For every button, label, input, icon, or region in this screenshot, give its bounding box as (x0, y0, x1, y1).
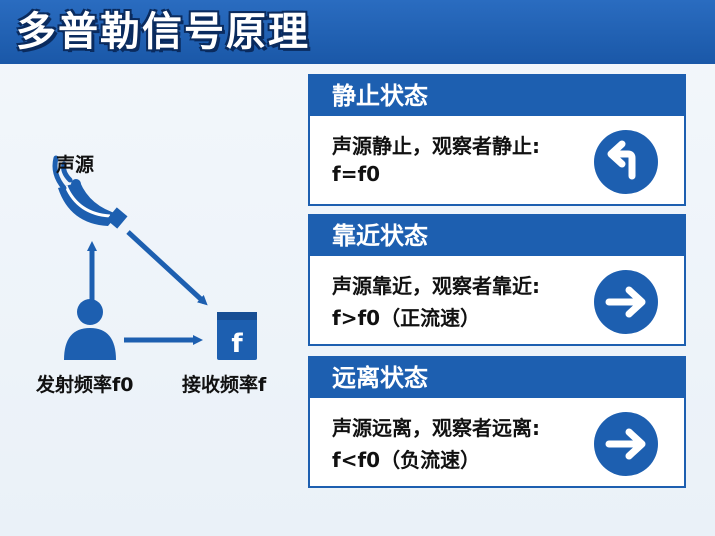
right-arrow-icon (594, 270, 658, 334)
card-title: 靠近状态 (332, 222, 428, 250)
card-header: 静止状态 (310, 76, 684, 116)
header-bar: 多普勒信号原理 (0, 0, 715, 64)
card-static: 静止状态 声源静止，观察者静止: f=f0 (308, 74, 686, 206)
card-receding: 远离状态 声源远离，观察者远离: f<f0（负流速） (308, 356, 686, 488)
receiver-icon: f (217, 312, 257, 360)
satellite-dish-icon (52, 155, 128, 229)
right-arrow-icon (594, 412, 658, 476)
card-description: 声源靠近，观察者靠近: (332, 274, 540, 298)
card-description: 声源远离，观察者远离: (332, 416, 540, 440)
card-title: 静止状态 (332, 82, 428, 110)
receiver-label: 接收频率f (182, 374, 267, 396)
card-formula: f<f0（负流速） (332, 448, 481, 472)
person-icon (64, 299, 116, 360)
card-header: 靠近状态 (310, 216, 684, 256)
card-description: 声源静止，观察者静止: (332, 134, 540, 158)
diagram-graphic: f (52, 155, 257, 360)
receiver-glyph: f (231, 329, 243, 359)
card-formula: f=f0 (332, 162, 381, 186)
doppler-diagram: f 声源 发射频率f0 接收频率f (0, 64, 300, 536)
emitter-label: 发射频率f0 (36, 374, 134, 396)
source-label: 声源 (56, 154, 95, 176)
arrow-source-to-receiver (126, 230, 208, 306)
turn-left-arrow-icon (594, 130, 658, 194)
card-header: 远离状态 (310, 358, 684, 398)
page-title: 多普勒信号原理 (16, 9, 310, 55)
card-formula: f>f0（正流速） (332, 306, 481, 330)
card-title: 远离状态 (332, 364, 428, 392)
card-approaching: 靠近状态 声源靠近，观察者靠近: f>f0（正流速） (308, 214, 686, 346)
